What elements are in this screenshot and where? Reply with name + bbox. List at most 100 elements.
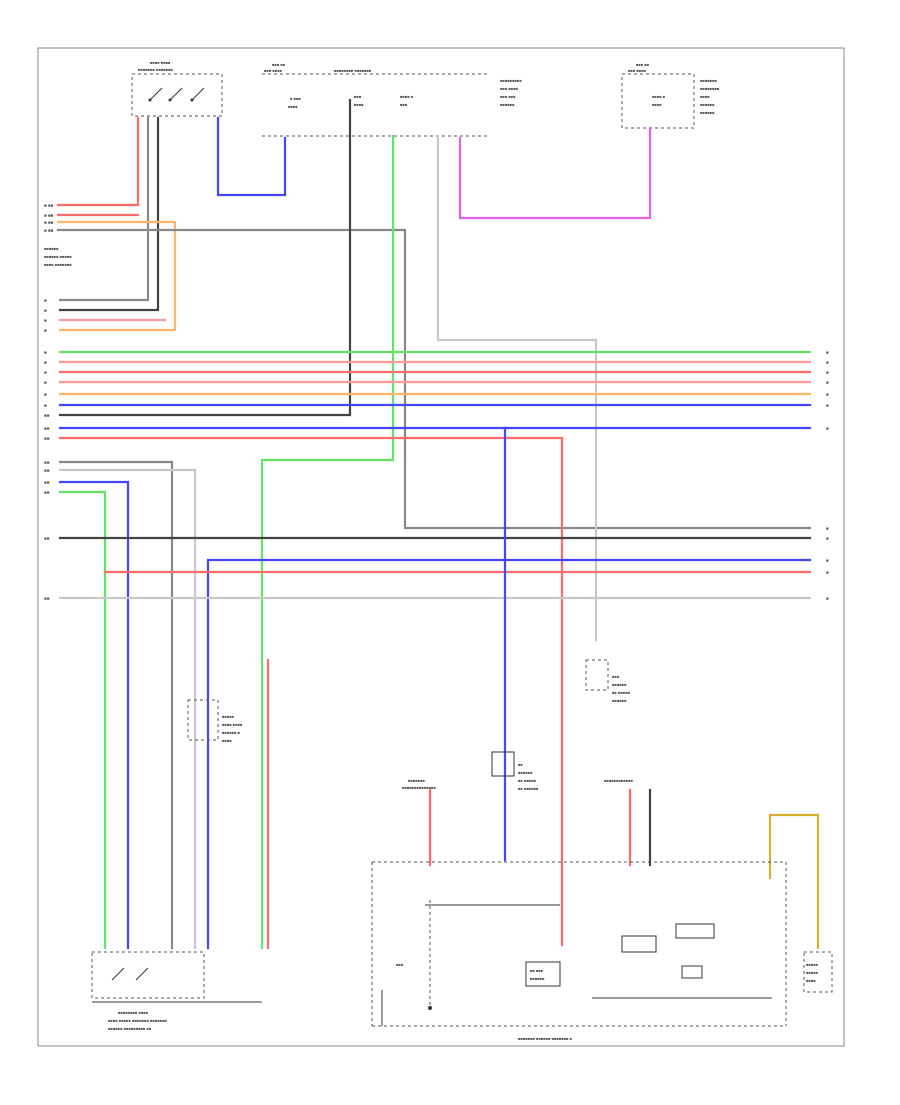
- svg-text:■■: ■■: [44, 596, 50, 601]
- wire-ll-green: [58, 490, 107, 950]
- svg-text:■■■■■■ ■■■■■■■■■ ■■: ■■■■■■ ■■■■■■■■■ ■■: [108, 1026, 152, 1031]
- wire-lightgray: [436, 134, 598, 642]
- svg-text:■■■: ■■■: [354, 94, 362, 99]
- component-mid-left: ■■■■■ ■■■■ ■■■■ ■■■■■■ ■ ■■■■: [187, 699, 243, 743]
- svg-text:■: ■: [44, 370, 47, 375]
- right-connectors: ■ ■ ■ ■ ■ ■ ■ ■ ■ ■ ■ ■: [826, 350, 829, 601]
- wire-harness: [56, 98, 820, 950]
- svg-text:■: ■: [826, 558, 829, 563]
- wire-orange-left: [56, 220, 177, 332]
- svg-text:■: ■: [44, 392, 47, 397]
- svg-text:■: ■: [44, 328, 47, 333]
- svg-text:■■■■■■■: ■■■■■■■: [700, 78, 717, 83]
- svg-text:■■■■■: ■■■■■: [222, 714, 235, 719]
- svg-text:■■■■■■: ■■■■■■: [518, 770, 533, 775]
- svg-text:■: ■: [826, 570, 829, 575]
- bottom-center-unit: ■■■■■■■ ■■■■■■■■■■■■■■ ■■■■■■■■■■■■ ■■ ■…: [371, 778, 787, 1041]
- wire-mid-blue: [206, 558, 812, 950]
- svg-text:■■: ■■: [518, 762, 523, 767]
- svg-text:■■■■: ■■■■: [806, 978, 816, 983]
- svg-text:■■■■■■■■■■■■: ■■■■■■■■■■■■: [604, 778, 634, 783]
- svg-text:■■■■■: ■■■■■: [806, 962, 819, 967]
- svg-text:■■■ ■■: ■■■ ■■: [636, 62, 650, 67]
- svg-text:■■■: ■■■: [612, 674, 620, 679]
- svg-text:■ ■■■: ■ ■■■: [290, 96, 301, 101]
- svg-text:■ ■■: ■ ■■: [44, 228, 54, 233]
- svg-text:■: ■: [44, 318, 47, 323]
- svg-text:■■■ ■■■■: ■■■ ■■■■: [628, 68, 647, 73]
- svg-text:■■■■■■■■■■■■■■: ■■■■■■■■■■■■■■: [402, 785, 436, 790]
- svg-text:■■■ ■■: ■■■ ■■: [272, 62, 286, 67]
- svg-text:■■■■ ■: ■■■■ ■: [400, 94, 414, 99]
- svg-text:■■ ■■■: ■■ ■■■: [530, 968, 544, 973]
- svg-text:■■■■ ■■■■: ■■■■ ■■■■: [222, 722, 243, 727]
- svg-text:■: ■: [826, 596, 829, 601]
- svg-text:■■■■ ■■■■■ ■■■■■■■ ■■■■■■■: ■■■■ ■■■■■ ■■■■■■■ ■■■■■■■: [108, 1018, 167, 1023]
- fuse-block-top-right: ■■■ ■■ ■■■ ■■■■ ■■■■ ■ ■■■■ ■■■■■■■ ■■■■…: [621, 62, 720, 129]
- svg-text:■: ■: [826, 392, 829, 397]
- bottom-right-component: ■■■■■ ■■■■■ ■■■■: [803, 951, 833, 993]
- wire-ll-gray: [58, 460, 174, 950]
- svg-text:■■: ■■: [44, 490, 50, 495]
- svg-text:■■■■: ■■■■: [288, 104, 298, 109]
- svg-text:■ ■■: ■ ■■: [44, 213, 54, 218]
- wire-black-switch: [58, 116, 160, 312]
- svg-text:■■: ■■: [44, 480, 50, 485]
- svg-text:■: ■: [44, 360, 47, 365]
- svg-text:■■■■■: ■■■■■: [806, 970, 819, 975]
- svg-text:■■ ■■■■■: ■■ ■■■■■: [612, 690, 631, 695]
- svg-text:■: ■: [826, 526, 829, 531]
- svg-text:■■■■ ■■■■: ■■■■ ■■■■: [150, 60, 171, 65]
- svg-text:■■■■■■: ■■■■■■: [612, 698, 627, 703]
- svg-text:■■■■■■■ ■■■■■■ ■■■■■■■ ■: ■■■■■■■ ■■■■■■ ■■■■■■■ ■: [518, 1036, 573, 1041]
- wire-green-center: [260, 134, 395, 950]
- svg-text:■■■■■■: ■■■■■■: [700, 110, 715, 115]
- wire-red-switch: [56, 116, 140, 207]
- wire-blue-loop: [216, 116, 287, 197]
- svg-text:■■■■■■ ■■■■■: ■■■■■■ ■■■■■: [44, 254, 72, 259]
- svg-text:■: ■: [826, 536, 829, 541]
- svg-text:■■■■■■: ■■■■■■: [612, 682, 627, 687]
- svg-text:■■■: ■■■: [400, 102, 408, 107]
- wire-ll-lightgray: [58, 468, 197, 950]
- svg-text:■■■■: ■■■■: [652, 102, 662, 107]
- component-mid-right: ■■■ ■■■■■■ ■■ ■■■■■ ■■■■■■: [585, 659, 631, 703]
- svg-text:■■: ■■: [44, 413, 50, 418]
- top-left-switch: ■■■■ ■■■■ ■■■■■■■ ■■■■■■■: [131, 60, 223, 117]
- svg-text:■ ■■: ■ ■■: [44, 220, 54, 225]
- svg-text:■■■■■■■■■: ■■■■■■■■■: [500, 78, 522, 83]
- left-connectors: ■ ■■ ■ ■■ ■ ■■ ■ ■■ ■■■■■■ ■■■■■■ ■■■■■ …: [44, 203, 72, 601]
- svg-text:■■■■ ■: ■■■■ ■: [652, 94, 666, 99]
- svg-text:■■■ ■■■: ■■■ ■■■: [500, 94, 516, 99]
- wire-black-center: [58, 98, 352, 417]
- svg-text:■■■■■■: ■■■■■■: [530, 976, 545, 981]
- wire-yellow: [768, 813, 820, 950]
- wire-gray-long: [56, 228, 812, 530]
- wire-violet: [458, 126, 652, 220]
- component-mid-center: ■■ ■■■■■■ ■■ ■■■■■ ■■ ■■■■■■: [491, 751, 539, 791]
- svg-text:■: ■: [44, 350, 47, 355]
- svg-text:■■: ■■: [44, 536, 50, 541]
- svg-text:■■: ■■: [44, 460, 50, 465]
- svg-text:■: ■: [826, 350, 829, 355]
- svg-text:■■■■: ■■■■: [700, 94, 710, 99]
- wire-bus-red-down: [58, 436, 564, 947]
- svg-text:■■: ■■: [44, 468, 50, 473]
- svg-text:■■■■■■■■ ■■■■■■■: ■■■■■■■■ ■■■■■■■: [334, 68, 372, 73]
- svg-text:■■■■■■■■: ■■■■■■■■: [700, 86, 720, 91]
- bottom-left-switch: ■■■■■■■■ ■■■■ ■■■■ ■■■■■ ■■■■■■■ ■■■■■■■…: [91, 951, 262, 1031]
- svg-text:■: ■: [44, 380, 47, 385]
- svg-text:■■ ■■■■■■: ■■ ■■■■■■: [518, 786, 539, 791]
- svg-text:■■: ■■: [44, 426, 50, 431]
- svg-text:■ ■■: ■ ■■: [44, 203, 54, 208]
- svg-text:■■■: ■■■: [396, 962, 404, 967]
- fuse-block-top-center: ■■■ ■■ ■■■ ■■■■ ■■■■■■■■ ■■■■■■■ ■ ■■■ ■…: [262, 62, 522, 137]
- svg-text:■■■■: ■■■■: [222, 738, 232, 743]
- svg-text:■■■■■■: ■■■■■■: [700, 102, 715, 107]
- svg-text:■■■■: ■■■■: [354, 102, 364, 107]
- wire-gray-switch: [58, 116, 150, 302]
- svg-text:■: ■: [826, 360, 829, 365]
- svg-text:■: ■: [826, 426, 829, 431]
